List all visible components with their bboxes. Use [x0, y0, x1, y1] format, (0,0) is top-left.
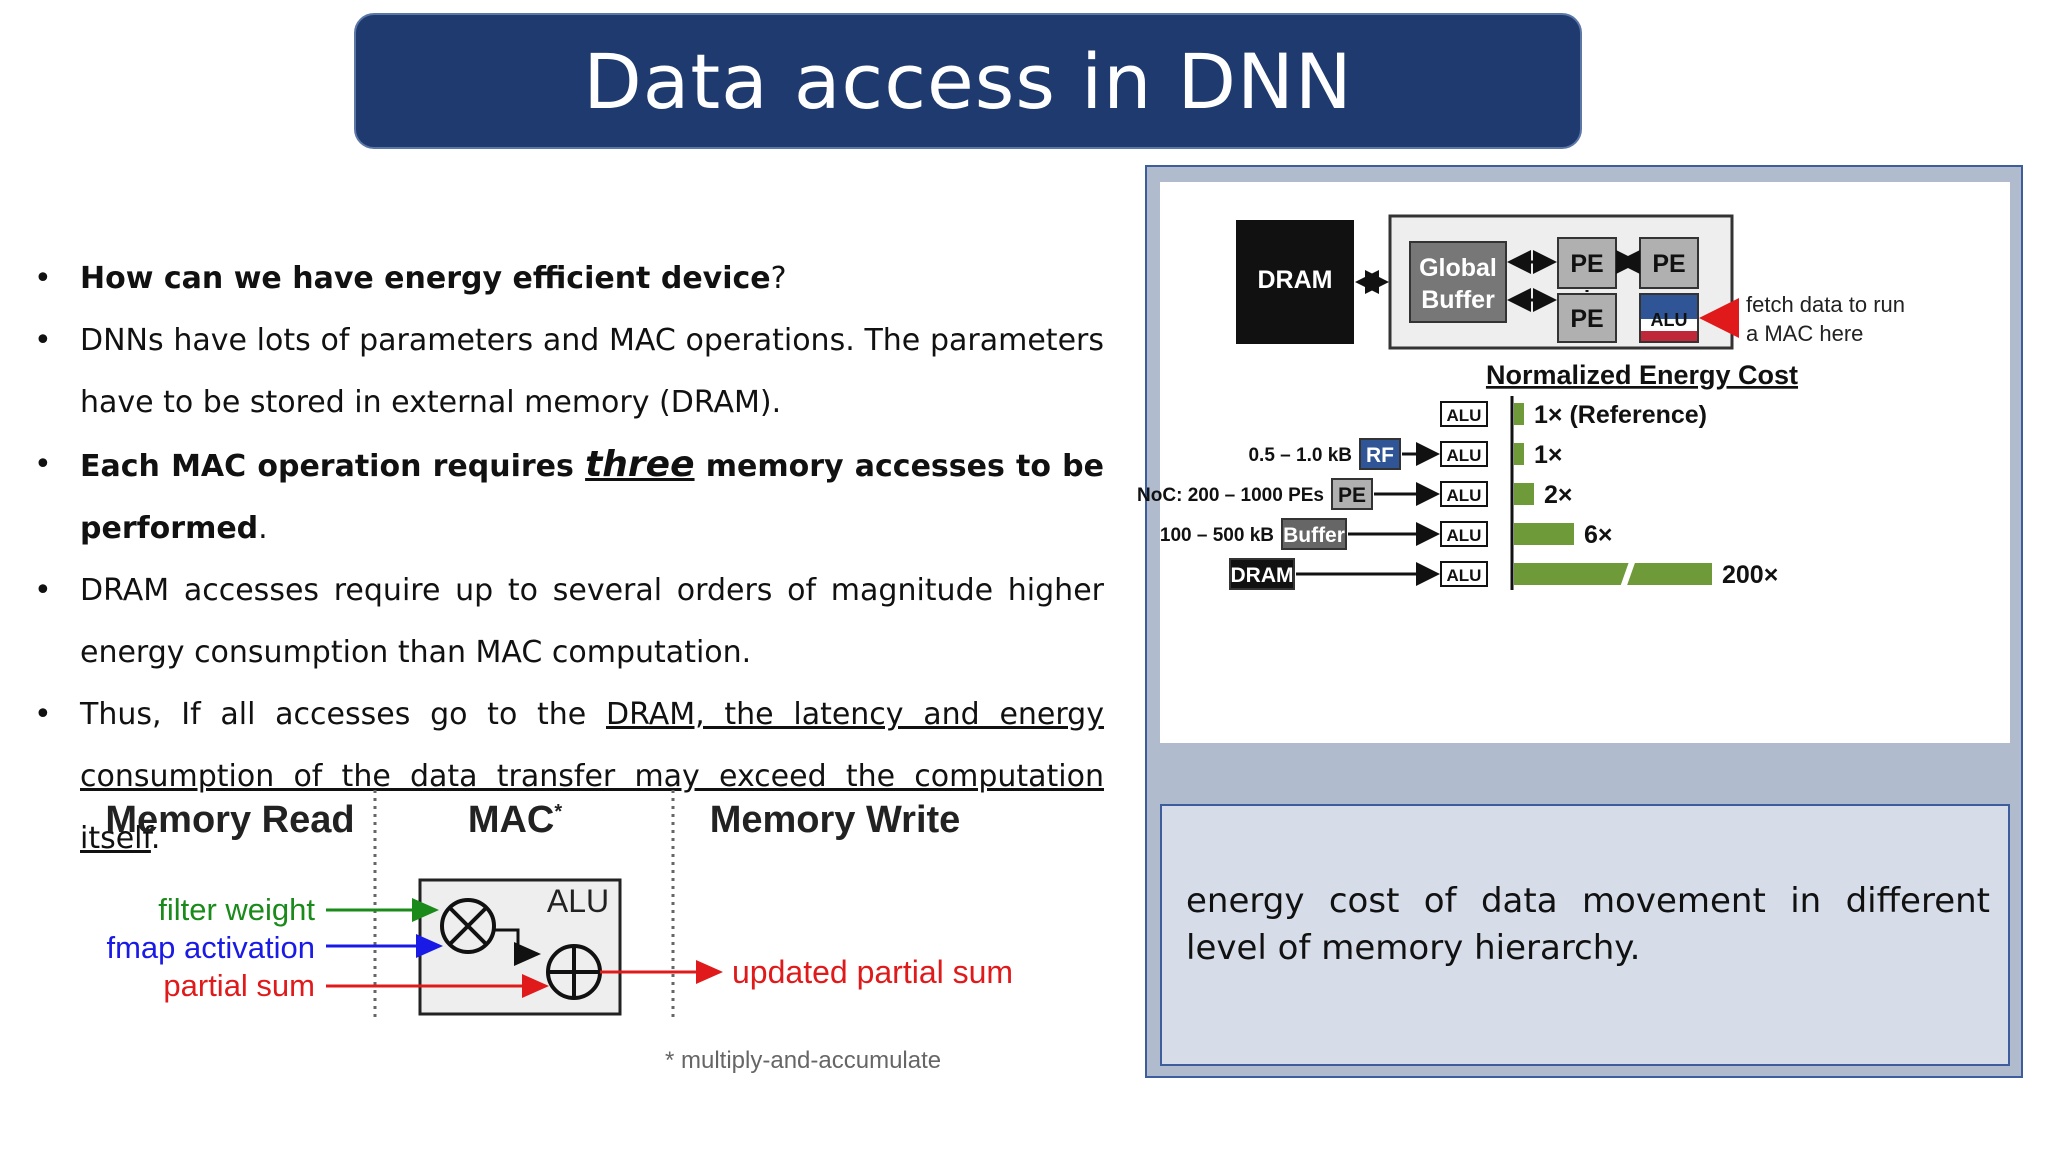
slide-title: Data access in DNN	[583, 36, 1353, 126]
pe-block-3-label: PE	[1570, 305, 1603, 333]
energy-label-2: 1×	[1534, 441, 1563, 469]
energy-bar-5	[1514, 563, 1712, 585]
energy-rows: ALU 1× (Reference) ALU 1× RF 0.5 – 1.0 kB ALU 2…	[1137, 401, 1778, 590]
input-partial-sum-label: partial sum	[163, 968, 315, 1003]
bullet-list: How can we have energy efficient device?…	[24, 248, 1104, 870]
mac-label-star: *	[554, 801, 562, 823]
pe-block-1-label: PE	[1570, 250, 1603, 278]
dram-block-label: DRAM	[1258, 266, 1333, 294]
input-fmap-activation-label: fmap activation	[107, 930, 316, 965]
fetch-label-1: fetch data to run	[1746, 292, 1905, 317]
multiply-to-add-arrow	[494, 928, 541, 966]
source-block-3	[1331, 478, 1373, 510]
source-block-label-2: RF	[1366, 444, 1394, 467]
bullet-3-end: .	[258, 511, 268, 546]
alu-pe-block	[1639, 293, 1699, 343]
size-label-2: 0.5 – 1.0 kB	[1248, 445, 1352, 466]
fetch-label-2: a MAC here	[1746, 321, 1863, 346]
memory-write-label: Memory Write	[710, 799, 961, 841]
mac-diagram: Memory Read MAC* Memory Write ALU filter…	[105, 790, 1013, 1074]
global-buffer-label-1: Global	[1419, 254, 1497, 282]
memory-hierarchy-diagram: DRAM Global Buffer PE PE PE ALU fetch da…	[1137, 214, 1905, 590]
energy-bar-1	[1514, 403, 1524, 425]
caption-box: energy cost of data movement in differen…	[1160, 804, 2010, 1066]
add-icon	[546, 944, 602, 1000]
bar-break-5	[1620, 558, 1636, 590]
mac-label: MAC*	[468, 799, 563, 841]
alu-pe-block-label: ALU	[1651, 310, 1688, 330]
energy-label-5: 200×	[1722, 561, 1778, 589]
alu-box-3	[1440, 481, 1488, 507]
energy-label-1: 1× (Reference)	[1534, 401, 1707, 429]
bullet-5-end: .	[150, 821, 161, 856]
bullet-1-bold: How can we have energy efficient device	[80, 261, 771, 296]
pe-block-1	[1557, 237, 1617, 289]
input-filter-weight-label: filter weight	[158, 892, 315, 927]
bullet-4: DRAM accesses require up to several orde…	[24, 560, 1104, 684]
alu-box-1	[1440, 401, 1488, 427]
bullet-1: How can we have energy efficient device?	[24, 248, 1104, 310]
alu-box-5	[1440, 561, 1488, 587]
source-block-label-4: Buffer	[1283, 524, 1345, 547]
global-buffer-block	[1409, 241, 1507, 323]
alu-box-label-2: ALU	[1447, 446, 1482, 465]
source-block-label-5: DRAM	[1231, 564, 1294, 587]
bullet-3-post: memory accesses to be performed	[80, 449, 1105, 546]
pe-block-2-label: PE	[1652, 250, 1685, 278]
source-block-5	[1229, 558, 1295, 590]
size-label-3: NoC: 200 – 1000 PEs	[1137, 485, 1324, 506]
alu-box-label-4: ALU	[1447, 526, 1482, 545]
memory-read-label: Memory Read	[105, 799, 354, 841]
energy-label-3: 2×	[1544, 481, 1573, 509]
dram-block	[1236, 220, 1354, 344]
bullet-2: DNNs have lots of parameters and MAC ope…	[24, 310, 1104, 434]
alu-label: ALU	[547, 883, 609, 919]
multiply-icon	[440, 898, 496, 954]
source-block-4	[1281, 518, 1347, 550]
size-label-4: 100 – 500 kB	[1160, 525, 1274, 546]
pe-block-3	[1557, 293, 1617, 343]
bullet-3-pre: Each MAC operation requires	[80, 449, 586, 484]
alu-box-label-1: ALU	[1447, 406, 1482, 425]
mac-label-text: MAC	[468, 799, 555, 841]
pe-block-2	[1639, 237, 1699, 289]
alu-box-label-3: ALU	[1447, 486, 1482, 505]
memory-hierarchy-figure: DRAM Global Buffer PE PE PE ALU fetch da…	[1137, 182, 2010, 743]
bullet-1-rest: ?	[770, 261, 787, 296]
global-buffer-label-2: Buffer	[1421, 286, 1495, 314]
energy-bar-4	[1514, 523, 1574, 545]
alu-box-4	[1440, 521, 1488, 547]
bullet-5-underlined: DRAM, the latency and energy consumption…	[80, 697, 1104, 856]
source-block-2	[1359, 438, 1401, 470]
bullet-3-emphasis: three	[585, 444, 695, 485]
bullet-5: Thus, If all accesses go to the DRAM, th…	[24, 684, 1104, 870]
energy-bar-2	[1514, 443, 1524, 465]
mac-footnote: * multiply-and-accumulate	[665, 1047, 941, 1074]
energy-bar-3	[1514, 483, 1534, 505]
source-block-label-3: PE	[1338, 484, 1366, 507]
energy-cost-title: Normalized Energy Cost	[1486, 360, 1798, 390]
energy-label-4: 6×	[1584, 521, 1613, 549]
alu-box-2	[1440, 441, 1488, 467]
bullet-5-pre: Thus, If all accesses go to the	[80, 697, 606, 732]
alu-box-label-5: ALU	[1447, 566, 1482, 585]
output-updated-partial-sum-label: updated partial sum	[732, 954, 1013, 990]
bullet-3: Each MAC operation requires three memory…	[24, 434, 1104, 560]
title-bar: Data access in DNN	[354, 13, 1582, 149]
caption-text: energy cost of data movement in differen…	[1186, 881, 1990, 968]
